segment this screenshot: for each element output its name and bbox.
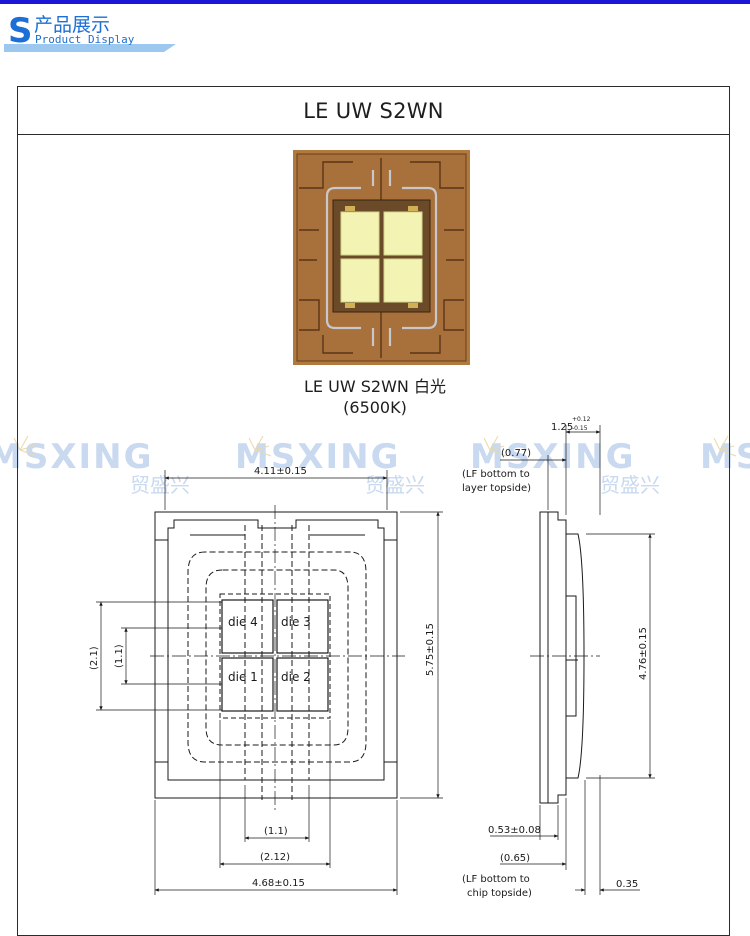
dim-side-065: (0.65): [500, 853, 530, 864]
dim-side-035: 0.35: [616, 879, 638, 890]
dim-side-thickness: 1.25: [551, 422, 573, 433]
logo-letter: S: [8, 11, 33, 51]
logo-english-text: Product Display: [35, 33, 135, 46]
dim-side-065-note-line1: (LF bottom to: [462, 874, 530, 885]
dim-height: 5.75±0.15: [425, 623, 436, 676]
die-2-label: die 2: [281, 670, 311, 684]
die-2: [276, 657, 329, 712]
product-caption: LE UW S2WN 白光: [304, 377, 446, 396]
watermark-text: MSXING: [0, 437, 154, 477]
watermark-text: MSXING: [470, 437, 636, 477]
dim-pitch-1-1-v: (1.1): [114, 644, 125, 668]
led-package-photo: [293, 150, 470, 365]
dim-side-thickness-tol-minus: -0.15: [572, 425, 588, 432]
product-title: LE UW S2WN: [303, 98, 444, 123]
front-view: [96, 470, 443, 895]
dim-side-065-note-line2: chip topside): [467, 888, 532, 899]
dim-top-width: 4.11±0.15: [254, 466, 307, 477]
lead-frame-outline: [167, 519, 385, 781]
front-view-labels: die 4 die 3 die 1 die 2 4.11±0.15 4.68±0…: [89, 466, 436, 889]
side-body-outline: [539, 511, 567, 804]
dim-pitch-1-1-h: (1.1): [264, 826, 288, 837]
dim-side-077-note-line1: (LF bottom to: [462, 469, 530, 480]
watermark: MSXING 贸盛兴 MSXING 贸盛兴 MSXING 贸盛兴 MSXING: [0, 435, 750, 497]
dim-side-077: (0.77): [501, 448, 531, 459]
watermark-text: MSXING: [700, 437, 750, 477]
top-accent-bar: [0, 0, 750, 4]
dim-bottom-width: 4.68±0.15: [252, 878, 305, 889]
die-1: [221, 657, 274, 712]
dim-side-053: 0.53±0.08: [488, 825, 541, 836]
die-1-label: die 1: [228, 670, 258, 684]
package-outline: [154, 511, 398, 799]
watermark-sparkle-icon: [13, 435, 737, 457]
watermark-text: MSXING: [235, 437, 401, 477]
reflector-outline-dashed: [187, 551, 367, 763]
die-4: [221, 599, 274, 654]
watermark-cn: 贸盛兴: [600, 473, 660, 497]
side-view: [490, 425, 655, 895]
die-4-label: die 4: [228, 615, 258, 629]
dim-side-height: 4.76±0.15: [638, 627, 649, 680]
product-display-logo: S 产品展示 Product Display: [4, 11, 176, 52]
die-3-label: die 3: [281, 615, 311, 629]
side-view-labels: 1.25 +0.12 -0.15 (0.77) (LF bottom to la…: [462, 416, 649, 899]
title-row: LE UW S2WN: [18, 87, 729, 135]
dim-pitch-2-12: (2.12): [260, 852, 290, 863]
led-chip-dies: [340, 211, 423, 303]
dim-side-077-note-line2: layer topside): [462, 483, 531, 494]
dim-side-thickness-tol-plus: +0.12: [572, 416, 591, 423]
logo-chinese-text: 产品展示: [34, 14, 110, 36]
die-3: [276, 599, 329, 654]
dim-pitch-2-1-v: (2.1): [89, 646, 100, 670]
color-temperature-caption: (6500K): [343, 398, 407, 417]
